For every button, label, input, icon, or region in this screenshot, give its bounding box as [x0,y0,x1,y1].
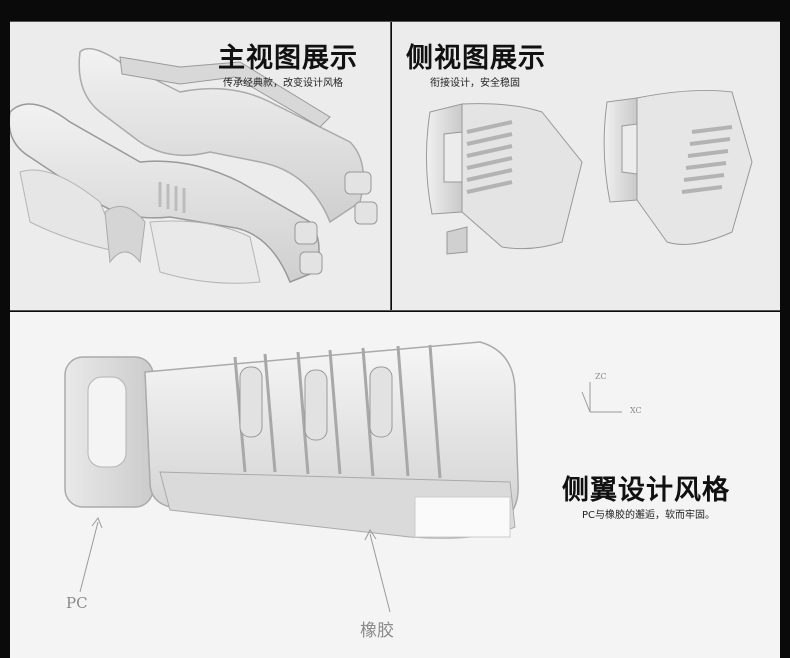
top-divider [10,21,780,22]
pc-label: PC [66,594,88,612]
side-view-panel: 侧视图展示 衔接设计，安全稳固 [392,22,780,310]
center-divider [390,22,391,310]
side-wing-panel: ZC XC PC 橡胶 侧翼设计风格 PC与橡胶的邂逅，软而牢固。 [10,312,780,658]
axis-xc-label: XC [630,406,642,415]
side-view-goggles-render [425,89,753,255]
side-wing-title: 侧翼设计风格 [562,475,730,506]
axis-zc-label: ZC [595,372,607,381]
front-view-goggles-render [10,47,378,284]
side-wing-subtitle: PC与橡胶的邂逅，软而牢固。 [582,510,716,521]
middle-divider [10,310,780,311]
side-view-subtitle: 衔接设计，安全稳固 [430,78,520,89]
side-view-title: 侧视图展示 [406,43,546,74]
rubber-label: 橡胶 [360,621,394,641]
side-wing-render [64,341,622,613]
front-view-title: 主视图展示 [218,43,358,74]
front-view-subtitle: 传承经典款，改变设计风格 [223,78,343,89]
front-view-panel: 主视图展示 传承经典款，改变设计风格 [10,22,390,310]
